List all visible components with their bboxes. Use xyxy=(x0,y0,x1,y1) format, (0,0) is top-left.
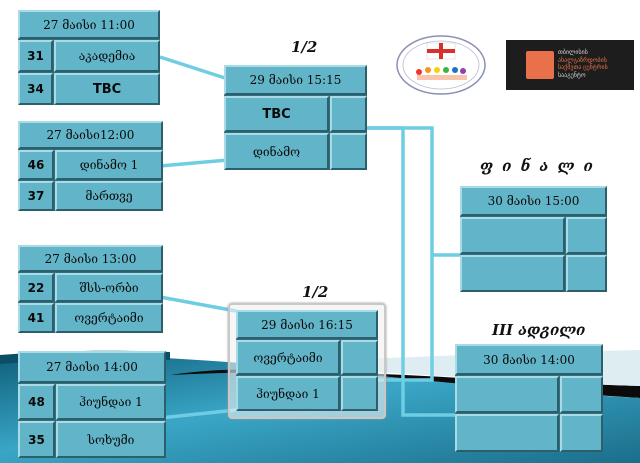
team-name xyxy=(460,217,565,254)
team-score xyxy=(341,340,378,375)
logo-line: საქმეთა ცენტრის xyxy=(558,64,608,71)
connector-qf3-sf2 xyxy=(159,295,237,313)
team-name: TBC xyxy=(224,96,329,132)
team-seed: 48 xyxy=(18,384,55,420)
children-youth-center-logo xyxy=(396,35,486,95)
team-seed: 41 xyxy=(18,303,54,333)
match-header: 29 მაისი 15:15 xyxy=(224,65,367,95)
match-header: 30 მაისი 14:00 xyxy=(455,344,603,375)
team-name: სოხუმი xyxy=(56,421,166,458)
logo-line: ახალგაზრდობის xyxy=(558,56,607,64)
connector-qf4-sf2 xyxy=(159,408,237,420)
team-seed: 34 xyxy=(18,73,53,105)
quarterfinal-match-4: 27 მაისი 14:00 48 ჰიუნდაი 1 35 სოხუმი xyxy=(18,351,166,458)
youth-agency-logo: თბილისის ახალგაზრდობის საქმეთა ცენტრის ს… xyxy=(506,40,634,90)
final-match: 30 მაისი 15:00 xyxy=(460,186,607,292)
team-score xyxy=(330,96,367,132)
team-seed: 31 xyxy=(18,40,53,72)
quarterfinal-match-2: 27 მაისი12:00 46 დინამო 1 37 მართვე xyxy=(18,121,163,211)
team-seed: 46 xyxy=(18,150,54,180)
match-header: 30 მაისი 15:00 xyxy=(460,186,607,216)
team-score xyxy=(566,217,607,254)
team-seed: 35 xyxy=(18,421,55,458)
team-name: აკადემია xyxy=(54,40,160,72)
connector-qf2-sf1 xyxy=(159,158,229,168)
team-score xyxy=(560,414,603,452)
logo-line: თბილისის xyxy=(558,49,588,56)
team-name: დინამო 1 xyxy=(55,150,163,180)
team-name: მართვე xyxy=(55,181,163,211)
match-header: 27 მაისი 11:00 xyxy=(18,10,160,39)
third-place-match: 30 მაისი 14:00 xyxy=(455,344,603,452)
team-name: ოვერტაიმი xyxy=(55,303,163,333)
team-seed: 22 xyxy=(18,273,54,302)
team-name: ოვერტაიმი xyxy=(236,340,340,375)
quarterfinal-match-1: 27 მაისი 11:00 31 აკადემია 34 TBC xyxy=(18,10,160,105)
team-name: ჰიუნდაი 1 xyxy=(236,376,340,411)
logo-mark-icon xyxy=(526,51,554,79)
team-name: ჰიუნდაი 1 xyxy=(56,384,166,420)
logo-line: სააგენტო xyxy=(558,71,586,79)
semifinal-1-label: 1/2 xyxy=(291,38,318,56)
team-name xyxy=(460,255,565,292)
team-score xyxy=(330,133,367,170)
third-place-label: III ადგილი xyxy=(492,321,586,339)
connector-qf1-sf1 xyxy=(159,55,229,81)
team-score xyxy=(560,376,603,413)
team-name xyxy=(455,414,559,452)
semifinal-2-label: 1/2 xyxy=(302,283,329,301)
team-name xyxy=(455,376,559,413)
final-label: ფ ი ნ ა ლ ი xyxy=(480,157,595,175)
team-name: დინამო xyxy=(224,133,329,170)
semifinal-match-1: 29 მაისი 15:15 TBC დინამო xyxy=(224,65,367,170)
quarterfinal-match-3: 27 მაისი 13:00 22 შსს-ორბი 41 ოვერტაიმი xyxy=(18,245,163,333)
connector-sf1-third xyxy=(362,126,458,417)
team-score xyxy=(566,255,607,292)
match-header: 29 მაისი 16:15 xyxy=(236,310,378,339)
match-header: 27 მაისი 14:00 xyxy=(18,351,166,383)
team-score xyxy=(341,376,378,411)
semifinal-match-2[interactable]: 29 მაისი 16:15 ოვერტაიმი ჰიუნდაი 1 xyxy=(236,310,378,411)
match-header: 27 მაისი12:00 xyxy=(18,121,163,149)
team-seed: 37 xyxy=(18,181,54,211)
match-header: 27 მაისი 13:00 xyxy=(18,245,163,272)
team-name: შსს-ორბი xyxy=(55,273,163,302)
team-name: TBC xyxy=(54,73,160,105)
